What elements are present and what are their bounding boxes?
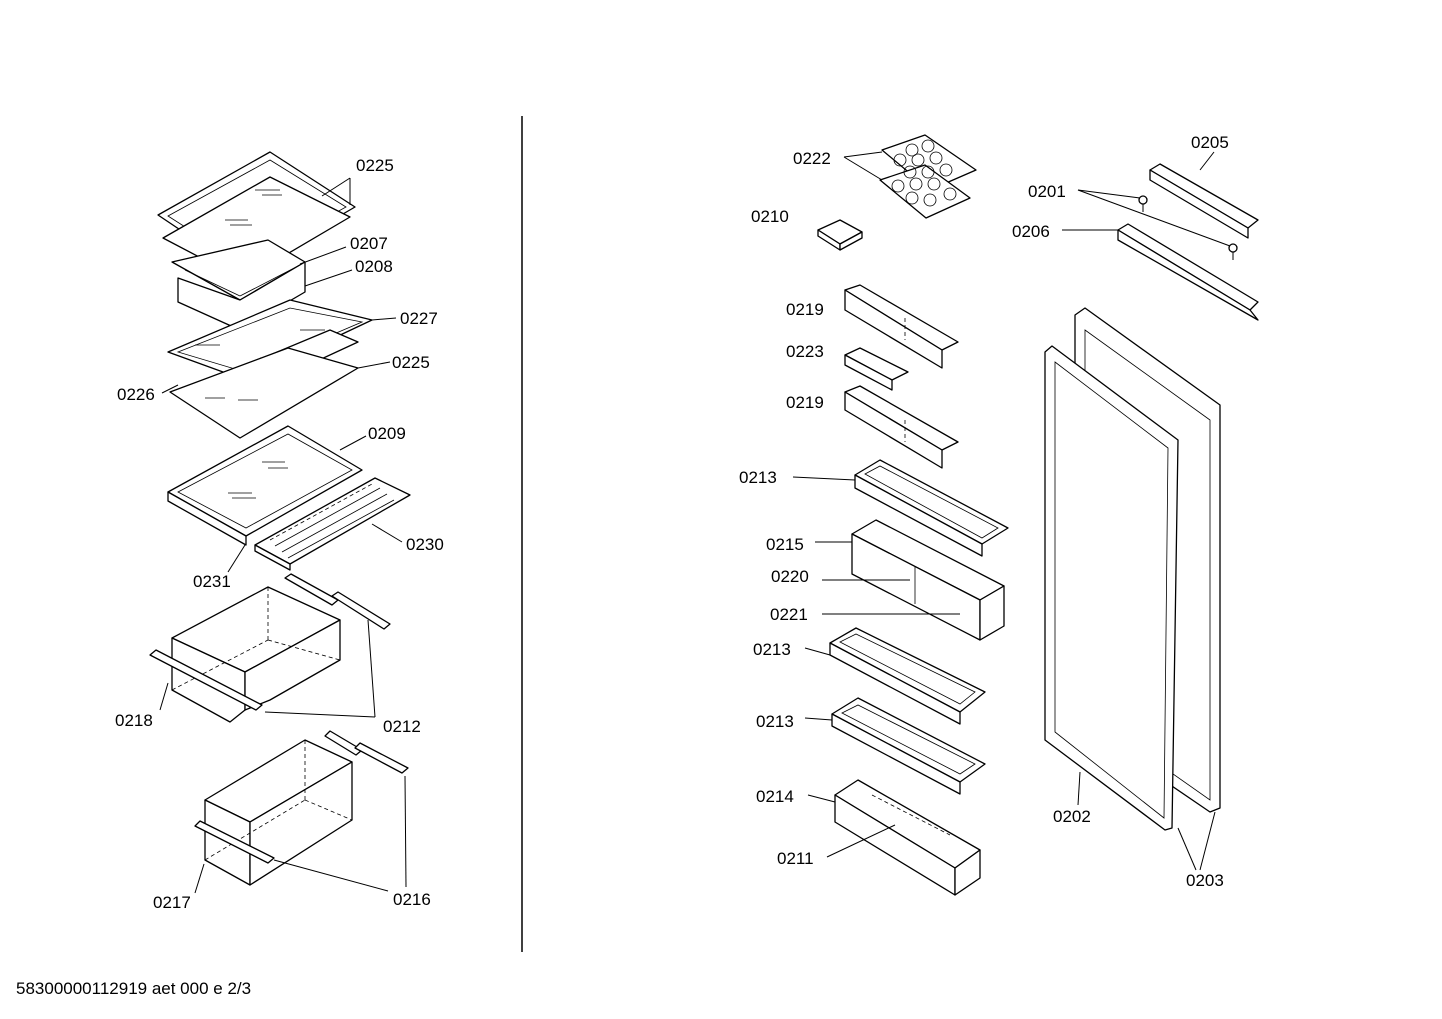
label-0203: 0203 [1186,871,1224,890]
label-0215: 0215 [766,535,804,554]
label-0222: 0222 [793,149,831,168]
label-0225-top: 0225 [356,156,394,175]
label-0231: 0231 [193,572,231,591]
grille-0230 [254,477,411,571]
label-0223: 0223 [786,342,824,361]
door-shelf-0213-lower [831,697,986,795]
door-shelf-0213-middle [829,627,986,725]
butter-dish-0210 [817,219,863,251]
label-0216: 0216 [393,890,431,909]
label-0225-lower: 0225 [392,353,430,372]
rails-lower [194,730,409,864]
label-0209: 0209 [368,424,406,443]
label-0219-top: 0219 [786,300,824,319]
label-0220: 0220 [771,567,809,586]
door-seal-0202 [1044,345,1179,831]
label-0206: 0206 [1012,222,1050,241]
label-0217: 0217 [153,893,191,912]
hinge-cover-0205 [1149,163,1259,239]
label-0218: 0218 [115,711,153,730]
label-0213-top: 0213 [739,468,777,487]
bottle-holder-0207-0208 [171,239,306,331]
label-0214: 0214 [756,787,794,806]
label-0210: 0210 [751,207,789,226]
label-0202: 0202 [1053,807,1091,826]
rails-upper [149,573,391,711]
door-shelf-0213-top [854,459,1009,557]
upper-door-racks [844,284,959,469]
left-leader-lines [159,177,407,894]
label-0208: 0208 [355,257,393,276]
right-leader-lines [792,151,1231,871]
document-id-footer: 58300000112919 aet 000 e 2/3 [16,979,252,998]
crisper-drawer-lower [204,739,353,886]
hinge-bracket-0206 [1117,223,1259,321]
label-0213-lower: 0213 [756,712,794,731]
label-0201: 0201 [1028,182,1066,201]
label-0207: 0207 [350,234,388,253]
screws-0201 [1138,195,1238,260]
label-0212: 0212 [383,717,421,736]
label-0213-middle: 0213 [753,640,791,659]
part-labels: 0225 0207 0208 0227 0225 0226 0209 0230 … [115,133,1229,912]
label-0226: 0226 [117,385,155,404]
label-0211: 0211 [777,849,814,868]
label-0227: 0227 [400,309,438,328]
label-0230: 0230 [406,535,444,554]
label-0219-lower: 0219 [786,393,824,412]
label-0205: 0205 [1191,133,1229,152]
egg-trays [879,134,977,219]
label-0221: 0221 [770,605,808,624]
glass-shelf-0209 [167,425,363,546]
bottle-shelf-0214 [834,779,981,896]
